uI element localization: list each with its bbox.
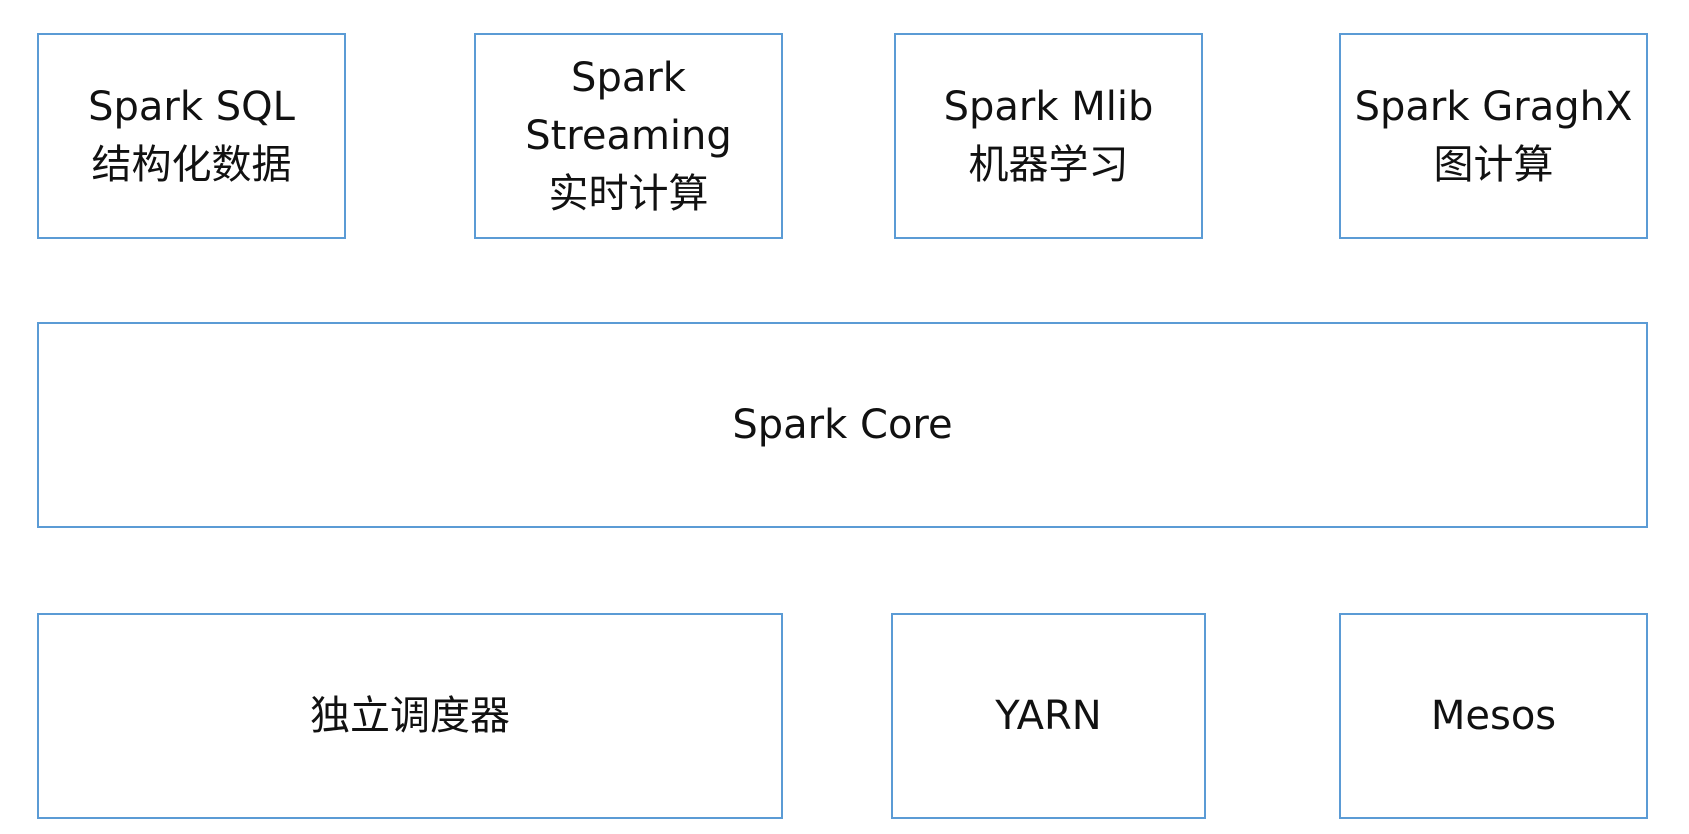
spark-streaming-box: Spark Streaming 实时计算 (474, 33, 783, 239)
spark-graphx-title: Spark GraghX (1354, 84, 1633, 130)
spark-sql-box: Spark SQL 结构化数据 (37, 33, 346, 239)
spark-streaming-subtitle: 实时计算 (548, 171, 709, 217)
mesos-label: Mesos (1430, 693, 1557, 739)
spark-core-label: Spark Core (732, 402, 953, 448)
standalone-scheduler-box: 独立调度器 (37, 613, 783, 819)
spark-graphx-subtitle: 图计算 (1433, 142, 1554, 188)
yarn-label: YARN (995, 693, 1102, 739)
spark-core-box: Spark Core (37, 322, 1648, 528)
spark-mlib-box: Spark Mlib 机器学习 (894, 33, 1203, 239)
spark-graphx-box: Spark GraghX 图计算 (1339, 33, 1648, 239)
spark-streaming-title-line2: Streaming (525, 113, 732, 159)
yarn-box: YARN (891, 613, 1206, 819)
standalone-scheduler-label: 独立调度器 (310, 693, 510, 739)
spark-streaming-title-line1: Spark (571, 55, 686, 101)
spark-sql-subtitle: 结构化数据 (91, 142, 292, 188)
spark-mlib-subtitle: 机器学习 (968, 142, 1129, 188)
spark-mlib-title: Spark Mlib (943, 84, 1154, 130)
mesos-box: Mesos (1339, 613, 1648, 819)
spark-sql-title: Spark SQL (88, 84, 295, 130)
